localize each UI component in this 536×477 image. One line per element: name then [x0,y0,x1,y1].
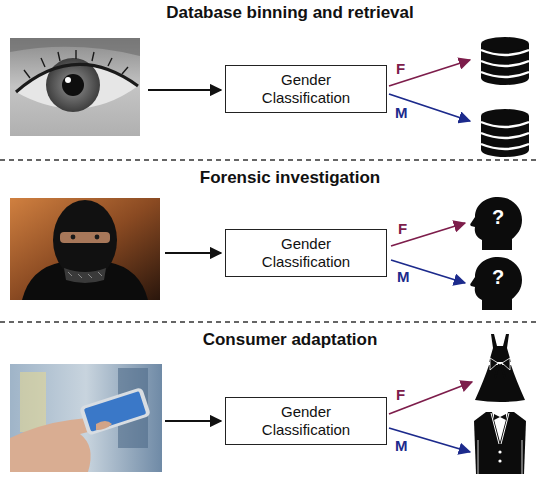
male-arrow [389,94,470,121]
male-label: M [395,437,408,454]
input-arrow [165,252,221,254]
head-silhouette: ? [468,196,524,250]
box-label: Gender Classification [250,403,362,439]
box-label: Gender Classification [250,71,362,107]
process-box: Gender Classification [225,397,387,445]
input-arrow [165,420,221,422]
section-title: Database binning and retrieval [166,3,414,23]
edge-label: M [397,268,410,285]
process-box: Gender Classification [225,229,387,277]
database-icon [481,109,529,157]
tuxedo-icon [474,412,526,474]
separator-line [0,159,536,160]
phone-photo [10,364,162,472]
unknown-mark: ? [485,265,511,289]
unknown-mark: ? [485,205,511,229]
process-box: Gender Classification [225,65,387,113]
section-title: Forensic investigation [200,168,380,188]
female-arrow [389,60,470,86]
section-title: Consumer adaptation [203,330,378,350]
input-arrow [148,89,221,91]
database-icon [481,37,529,85]
dress-icon [475,334,525,402]
eye-photo [10,38,140,136]
female-arrow [389,382,472,414]
box-label: Gender Classification [250,235,362,271]
masked-person-photo [10,198,160,300]
male-label: M [395,104,408,121]
head-silhouette: ? [468,256,524,310]
separator-line [0,321,536,322]
female-label: F [396,60,405,77]
edge-label: F [398,220,407,237]
female-label: F [396,386,405,403]
